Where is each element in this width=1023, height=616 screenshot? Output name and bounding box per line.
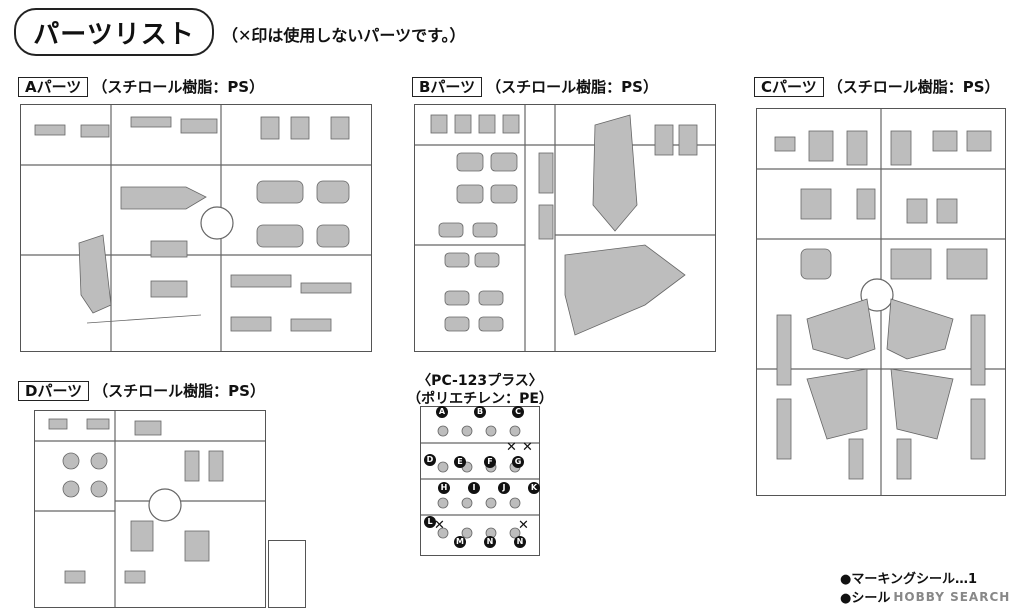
pc-header: 〈PC-123プラス〉 （ポリエチレン：PE） bbox=[400, 372, 560, 408]
unused-x-mark: ✕ bbox=[522, 440, 533, 455]
pc-material: （ポリエチレン：PE） bbox=[407, 391, 553, 407]
pc-letter-b: B bbox=[474, 406, 486, 418]
pc-letter-h: H bbox=[438, 482, 450, 494]
pc-letter-a: A bbox=[436, 406, 448, 418]
section-d-material: （スチロール樹脂：PS） bbox=[93, 382, 265, 400]
section-a-material: （スチロール樹脂：PS） bbox=[92, 78, 265, 96]
pc-letter-m: M bbox=[454, 536, 466, 548]
sprue-pc bbox=[420, 406, 540, 556]
section-c-material: （スチロール樹脂：PS） bbox=[827, 78, 1000, 96]
pc-letter-g: G bbox=[512, 456, 524, 468]
note-marking-seal: ●マーキングシール…1 bbox=[840, 572, 977, 587]
watermark-text: HOBBY SEARCH bbox=[893, 589, 1011, 604]
pc-letter-j: J bbox=[498, 482, 510, 494]
section-d-name: Dパーツ bbox=[18, 380, 90, 401]
page-title: パーツリスト bbox=[14, 8, 214, 56]
sprue-pc-drawing bbox=[421, 425, 539, 539]
section-a-label: Aパーツ （スチロール樹脂：PS） bbox=[18, 76, 264, 97]
page-subtitle: （✕印は使用しないパーツです。） bbox=[222, 26, 466, 45]
sprue-c-drawing bbox=[757, 109, 1005, 495]
section-d-label: Dパーツ （スチロール樹脂：PS） bbox=[18, 380, 265, 401]
unused-x-mark: ✕ bbox=[506, 440, 517, 455]
sprue-b-drawing bbox=[415, 105, 715, 351]
section-c-label: Cパーツ （スチロール樹脂：PS） bbox=[754, 76, 1000, 97]
pc-letter-n1: N bbox=[484, 536, 496, 548]
note-seal-label: ●シール bbox=[840, 591, 891, 606]
pc-part-name: 〈PC-123プラス〉 bbox=[417, 373, 543, 389]
section-c-name: Cパーツ bbox=[754, 76, 824, 97]
pc-letter-i: I bbox=[468, 482, 480, 494]
pc-letter-d: D bbox=[424, 454, 436, 466]
section-a-name: Aパーツ bbox=[18, 76, 89, 97]
sprue-a-drawing bbox=[21, 105, 371, 351]
pc-letter-e: E bbox=[454, 456, 466, 468]
sprue-d-drawing bbox=[35, 411, 265, 607]
pc-letter-c: C bbox=[512, 406, 524, 418]
section-b-material: （スチロール樹脂：PS） bbox=[486, 78, 658, 96]
sprue-b bbox=[414, 104, 716, 352]
pc-letter-n2: N bbox=[514, 536, 526, 548]
sprue-a bbox=[20, 104, 372, 352]
pc-letter-k: K bbox=[528, 482, 540, 494]
section-b-label: Bパーツ （スチロール樹脂：PS） bbox=[412, 76, 658, 97]
unused-x-mark: ✕ bbox=[518, 518, 529, 533]
pc-letter-l: L bbox=[424, 516, 436, 528]
sprue-d-tab bbox=[268, 540, 306, 608]
unused-x-mark: ✕ bbox=[434, 518, 445, 533]
sprue-c bbox=[756, 108, 1006, 496]
sprue-d bbox=[34, 410, 266, 608]
pc-letter-f: F bbox=[484, 456, 496, 468]
section-b-name: Bパーツ bbox=[412, 76, 483, 97]
note-seal: ●シール HOBBY SEARCH bbox=[840, 587, 1011, 607]
notes-list: ●マーキングシール…1 ●シール HOBBY SEARCH bbox=[840, 568, 1010, 606]
